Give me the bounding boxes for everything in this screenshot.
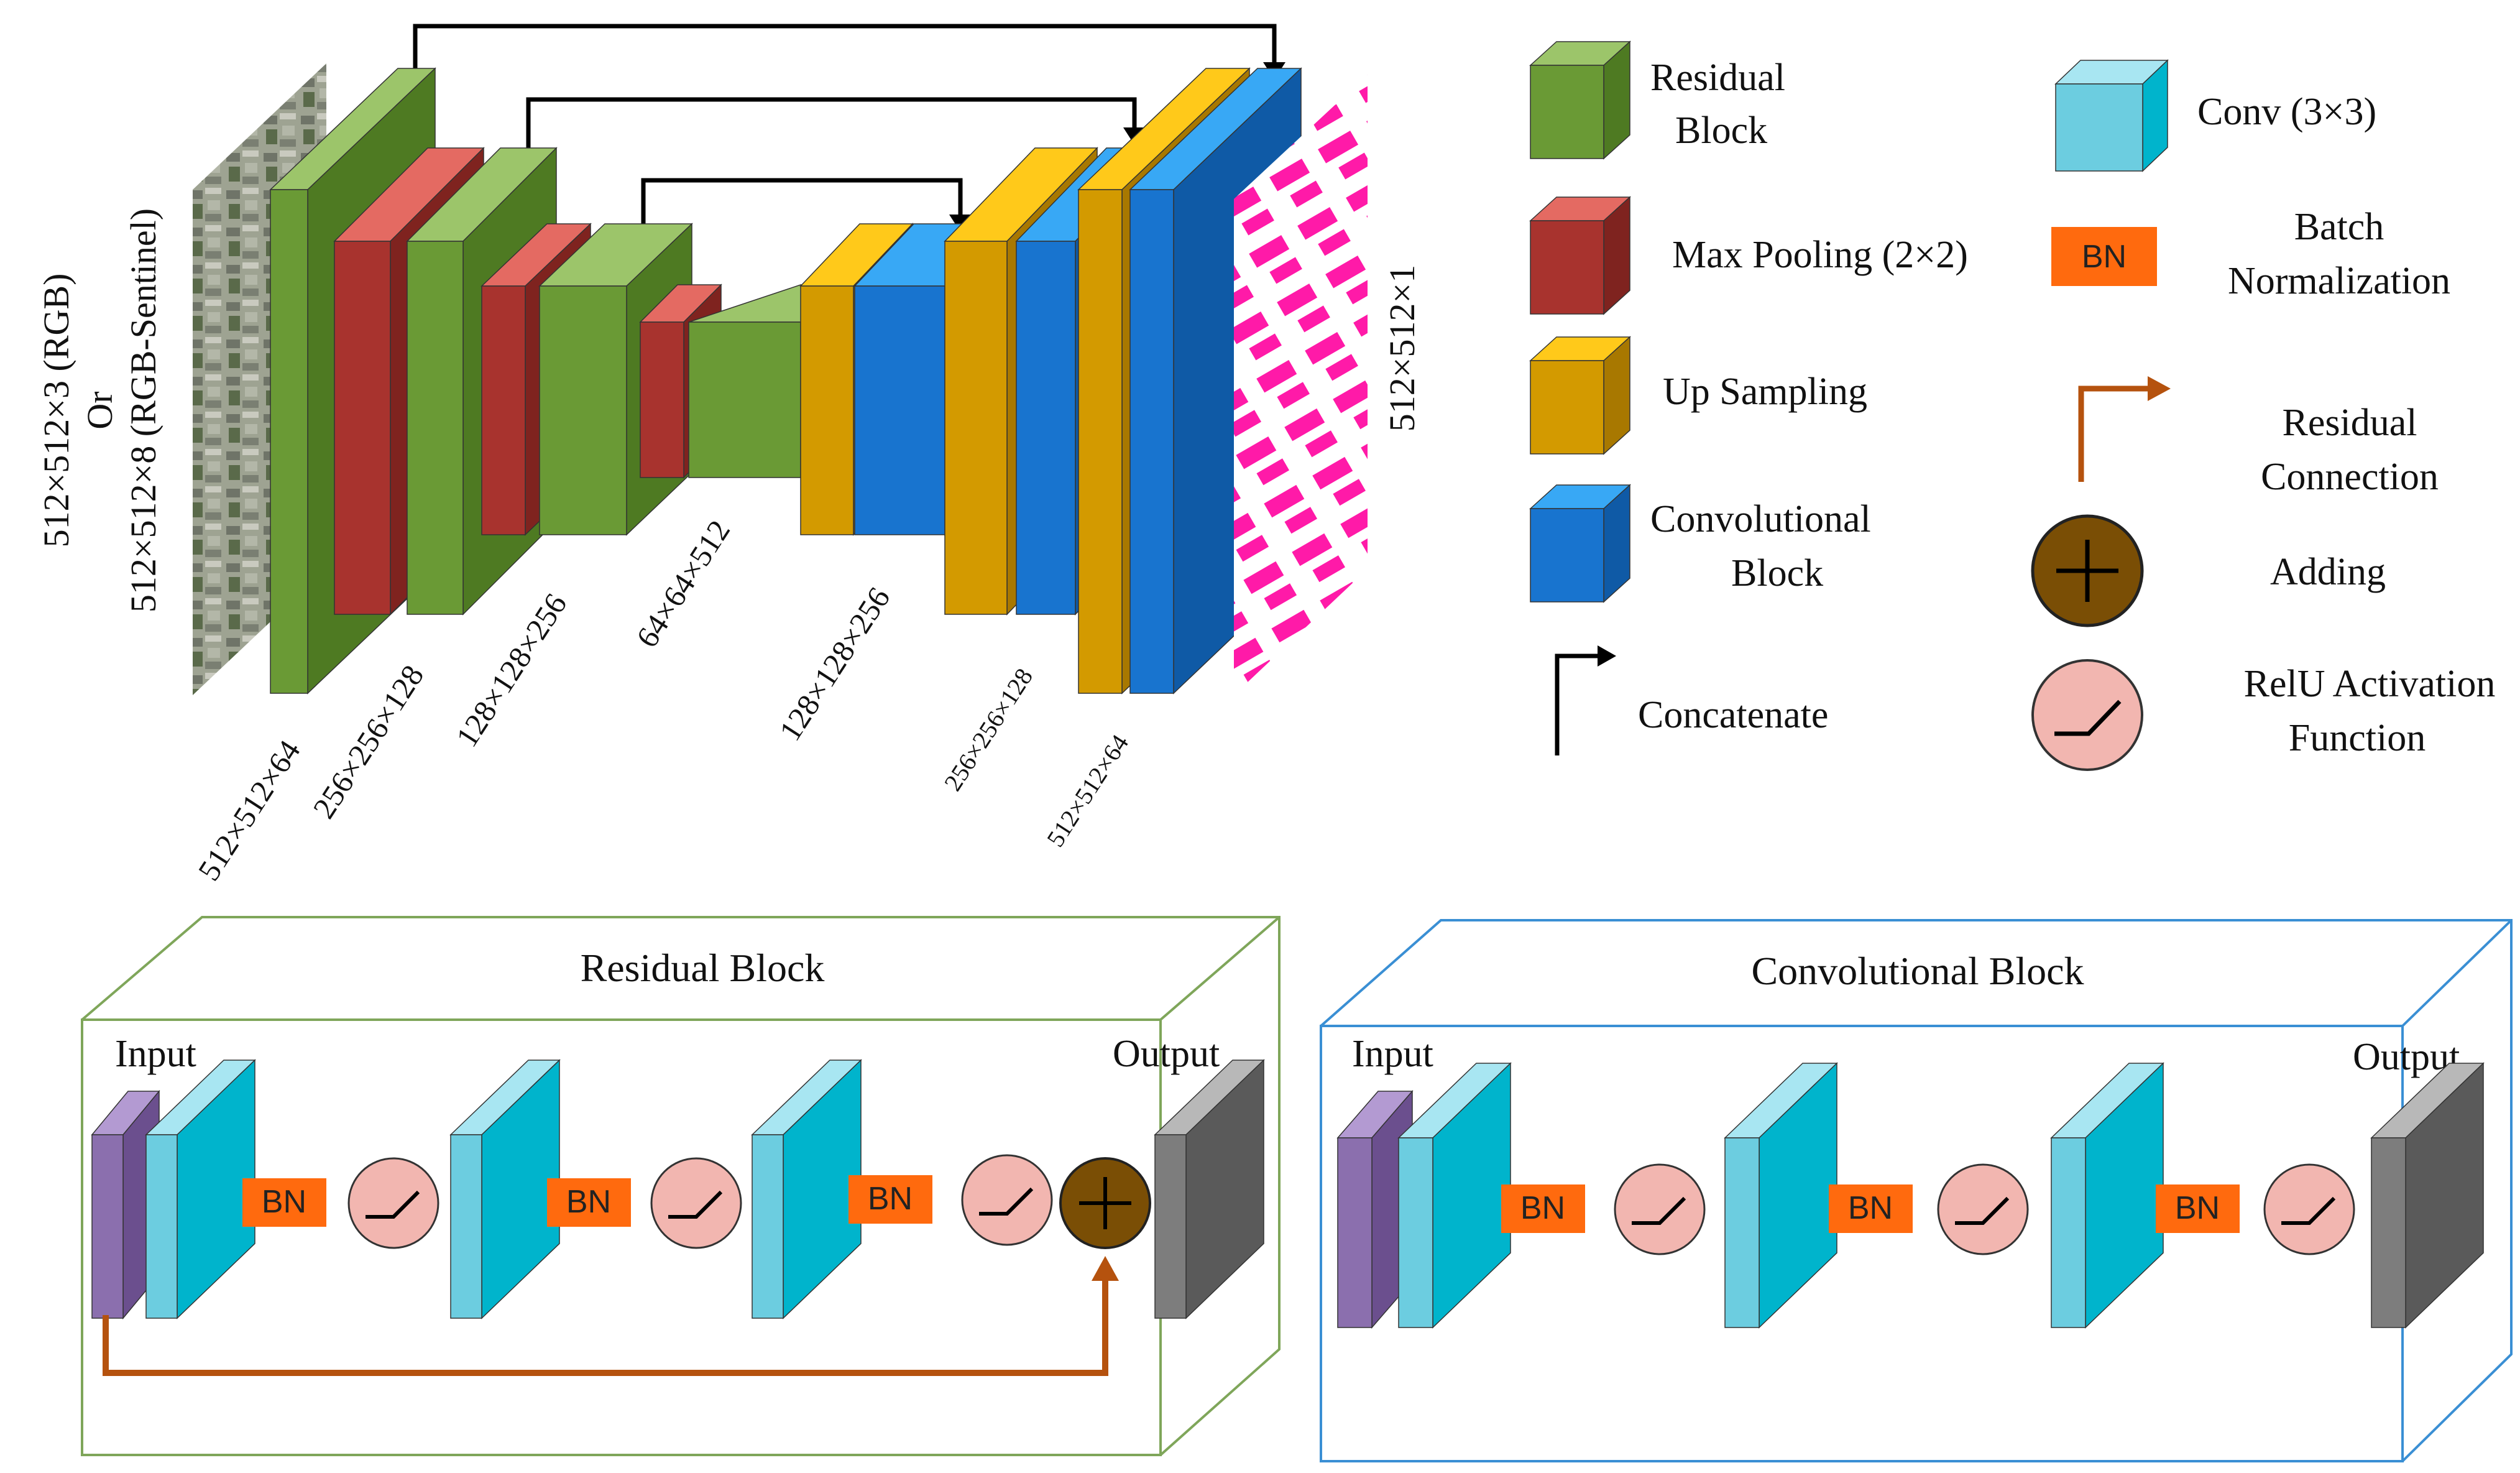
dim-label-6: 256×256×128: [939, 663, 1038, 796]
conv-bn-2: BN: [1829, 1184, 1913, 1233]
legend-relu-line1: RelU Activation: [2244, 663, 2496, 705]
conv-conv-1: [1397, 1062, 1512, 1329]
conv-conv-3: [2050, 1062, 2164, 1329]
residual-panel-title: Residual Block: [581, 946, 825, 990]
residual-panel-skip-connection: [103, 1281, 1108, 1376]
conv-relu-2: [1937, 1163, 2029, 1255]
res-relu-1: [347, 1157, 439, 1249]
concatenate-icon: [1555, 653, 1598, 755]
legend-concatenate-label: Concatenate: [1638, 694, 1828, 736]
legend-relu-line2: Function: [2289, 717, 2426, 759]
output-mask-image: [1234, 75, 1368, 695]
res-conv-3: [751, 1059, 862, 1319]
output-label-group: 512×512×1: [1382, 265, 1422, 432]
bn-text: BN: [262, 1184, 306, 1220]
legend-residual-cube: [1529, 40, 1631, 160]
residual-block-panel: Residual Block Input Output BN BN BN: [81, 916, 1281, 1456]
conv-panel-title: Convolutional Block: [1751, 949, 2084, 993]
relu-icon: [2031, 659, 2143, 771]
conv-relu-3: [2263, 1163, 2355, 1255]
legend-bn-badge-text: BN: [2082, 239, 2127, 275]
res-bn-1: BN: [242, 1178, 326, 1227]
conv-output-block: [2370, 1062, 2485, 1329]
input-label-group: 512×512×3 (RGB) Or 512×512×8 (RGB-Sentin…: [36, 208, 163, 612]
output-label: 512×512×1: [1382, 265, 1422, 432]
dim-label-7: 512×512×64: [1041, 729, 1134, 852]
dim-label-5: 128×128×256: [772, 581, 896, 747]
network-blocks: [269, 67, 1302, 695]
residual-panel-input-label: Input: [115, 1033, 196, 1075]
input-label-or: Or: [80, 391, 120, 429]
bn-text: BN: [868, 1181, 913, 1217]
bn-text: BN: [566, 1184, 611, 1220]
legend-convblock-cube: [1529, 484, 1631, 603]
legend-conv3-label: Conv (3×3): [2197, 91, 2376, 133]
legend-batch-norm-line2: Normalization: [2228, 260, 2450, 302]
legend-upsample-cube: [1529, 336, 1631, 455]
legend-residual-conn-line2: Connection: [2261, 456, 2439, 498]
concatenate-connections: [413, 24, 1277, 227]
bn-text: BN: [1848, 1190, 1893, 1226]
legend-residual-line2: Block: [1675, 109, 1767, 152]
bn-text: BN: [2175, 1190, 2220, 1226]
res-bn-2: BN: [547, 1178, 631, 1227]
residual-connection-icon: [2078, 386, 2148, 482]
conv-panel-input-label: Input: [1352, 1033, 1433, 1075]
legend-conv3-cube: [2054, 59, 2169, 172]
conv-relu-1: [1614, 1163, 1706, 1255]
adding-icon: [2031, 514, 2144, 627]
legend-up-sampling-label: Up Sampling: [1663, 371, 1867, 413]
input-label-rgb-sentinel: 512×512×8 (RGB-Sentinel): [123, 208, 163, 612]
input-label-rgb: 512×512×3 (RGB): [36, 274, 76, 548]
res-conv-2: [449, 1059, 561, 1319]
legend-residual-line1: Residual: [1650, 57, 1785, 99]
bn-text: BN: [1520, 1190, 1565, 1226]
res-relu-2: [650, 1157, 742, 1249]
legend-conv-block-line2: Block: [1731, 552, 1823, 594]
conv-conv-2: [1724, 1062, 1838, 1329]
legend-residual-conn-line1: Residual: [2283, 402, 2417, 444]
skip-connection-3: [641, 178, 963, 227]
skip-connection-1: [413, 24, 1277, 72]
dim-label-4: 64×64×512: [629, 514, 737, 653]
res-bn-3: BN: [848, 1175, 932, 1224]
legend-maxpool-cube: [1529, 196, 1631, 315]
residual-panel-output-label: Output: [1113, 1033, 1220, 1075]
legend-max-pooling-label: Max Pooling (2×2): [1672, 234, 1968, 276]
legend-conv-block-line1: Convolutional: [1650, 498, 1871, 540]
dim-label-1: 512×512×64: [191, 734, 307, 887]
dim-label-2: 256×256×128: [306, 658, 430, 824]
legend: Residual Block Max Pooling (2×2) Up Samp…: [1529, 40, 2496, 771]
skip-connection-2: [526, 97, 1137, 148]
legend-batch-norm-line1: Batch: [2294, 206, 2384, 248]
res-relu-3: [961, 1154, 1053, 1246]
conv-bn-1: BN: [1501, 1184, 1585, 1233]
conv-bn-3: BN: [2156, 1184, 2240, 1233]
legend-bn-badge: [2051, 227, 2157, 286]
dim-label-3: 128×128×256: [449, 587, 573, 753]
res-adding-node: [1059, 1157, 1151, 1249]
res-conv-1: [145, 1059, 256, 1319]
res-output-block: [1154, 1059, 1265, 1319]
legend-adding-label: Adding: [2270, 551, 2386, 593]
